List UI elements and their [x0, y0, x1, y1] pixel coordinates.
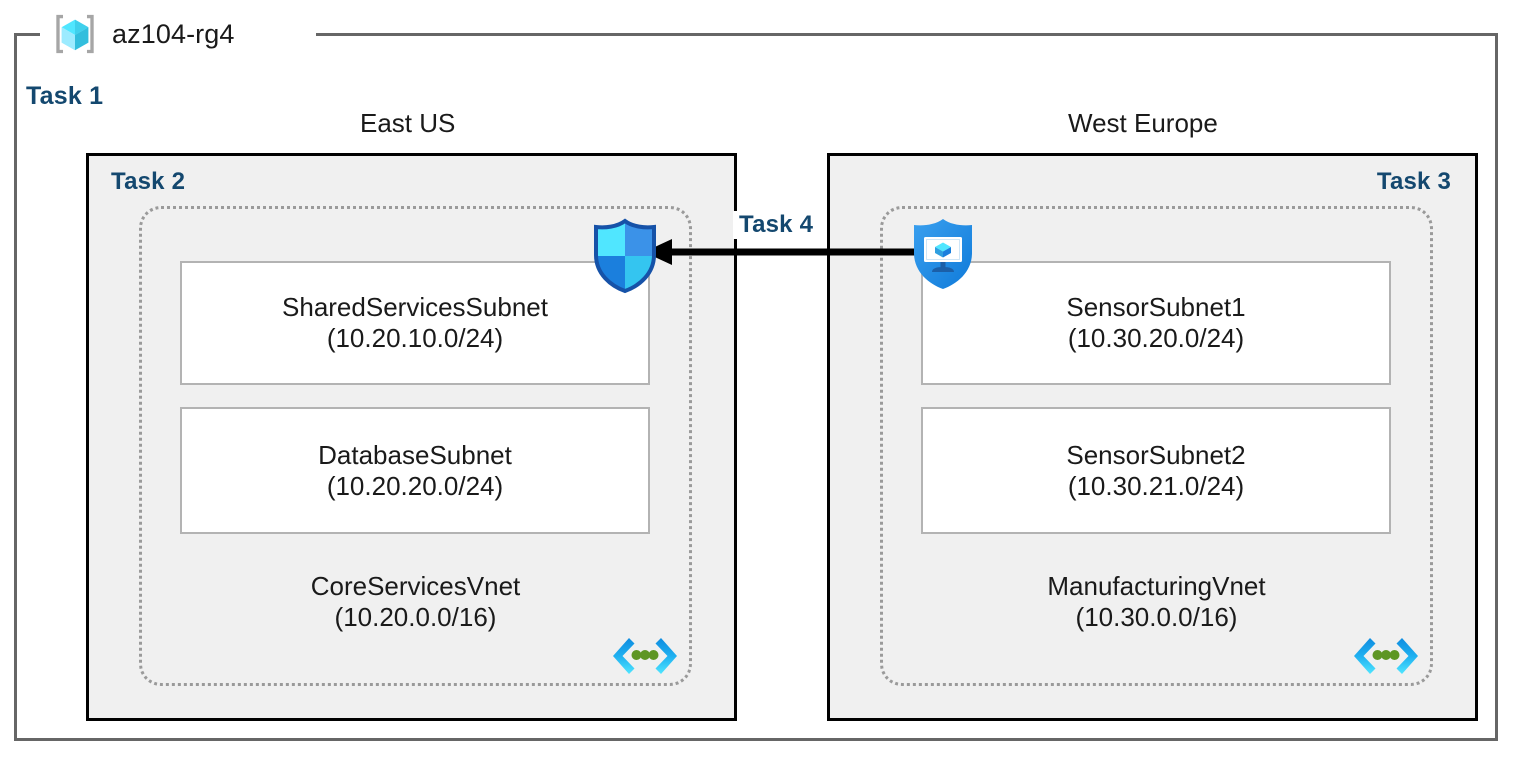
vnet-name: CoreServicesVnet	[310, 571, 521, 601]
subnet-cidr: (10.30.20.0/24)	[1067, 323, 1245, 353]
vnet-cidr: (10.30.0.0/16)	[1075, 601, 1238, 632]
subnet-name: DatabaseSubnet	[318, 439, 512, 470]
subnet-name: SensorSubnet2	[1066, 439, 1246, 470]
vnet-title-manufacturingvnet: ManufacturingVnet (10.30.0.0/16)	[883, 571, 1430, 632]
region-box-east-us: Task 2 SharedServicesSubnet (10.20.10.0/…	[86, 153, 737, 721]
resource-group-frame	[14, 33, 1498, 741]
subnet-shared-services: SharedServicesSubnet (10.20.10.0/24)	[180, 261, 650, 385]
subnet-cidr: (10.20.20.0/24)	[326, 470, 504, 501]
resource-group-header: az104-rg4	[52, 3, 234, 65]
vnet-name: ManufacturingVnet	[1047, 571, 1266, 601]
region-caption-west-europe: West Europe	[1068, 108, 1218, 138]
resource-group-cube-icon	[52, 11, 98, 57]
virtual-network-icon	[609, 633, 681, 681]
task-4-label: Task 4	[733, 211, 820, 239]
vnet-peering-arrow	[640, 232, 930, 272]
network-watcher-shield-monitor-icon	[907, 216, 979, 292]
vnet-cidr: (10.20.0.0/16)	[334, 601, 497, 632]
vnet-title-coreservicesvnet: CoreServicesVnet (10.20.0.0/16)	[142, 571, 689, 632]
subnet-name: SensorSubnet1	[1066, 292, 1246, 323]
task-1-label: Task 1	[26, 82, 104, 110]
network-security-group-shield-icon	[589, 218, 661, 294]
region-caption-east-us: East US	[360, 108, 456, 138]
subnet-sensor-1: SensorSubnet1 (10.30.20.0/24)	[921, 261, 1391, 385]
vnet-box-manufacturingvnet: SensorSubnet1 (10.30.20.0/24) SensorSubn…	[880, 206, 1433, 686]
subnet-database: DatabaseSubnet (10.20.20.0/24)	[180, 407, 650, 534]
resource-group-name: az104-rg4	[112, 18, 235, 49]
subnet-sensor-2: SensorSubnet2 (10.30.21.0/24)	[921, 407, 1391, 534]
task-2-label: Task 2	[111, 168, 186, 195]
virtual-network-icon	[1350, 633, 1422, 681]
subnet-cidr: (10.30.21.0/24)	[1067, 470, 1245, 501]
vnet-box-coreservicesvnet: SharedServicesSubnet (10.20.10.0/24) Dat…	[139, 206, 692, 686]
subnet-name: SharedServicesSubnet	[282, 292, 548, 323]
task-3-label: Task 3	[1376, 168, 1451, 195]
subnet-cidr: (10.20.10.0/24)	[326, 323, 504, 353]
